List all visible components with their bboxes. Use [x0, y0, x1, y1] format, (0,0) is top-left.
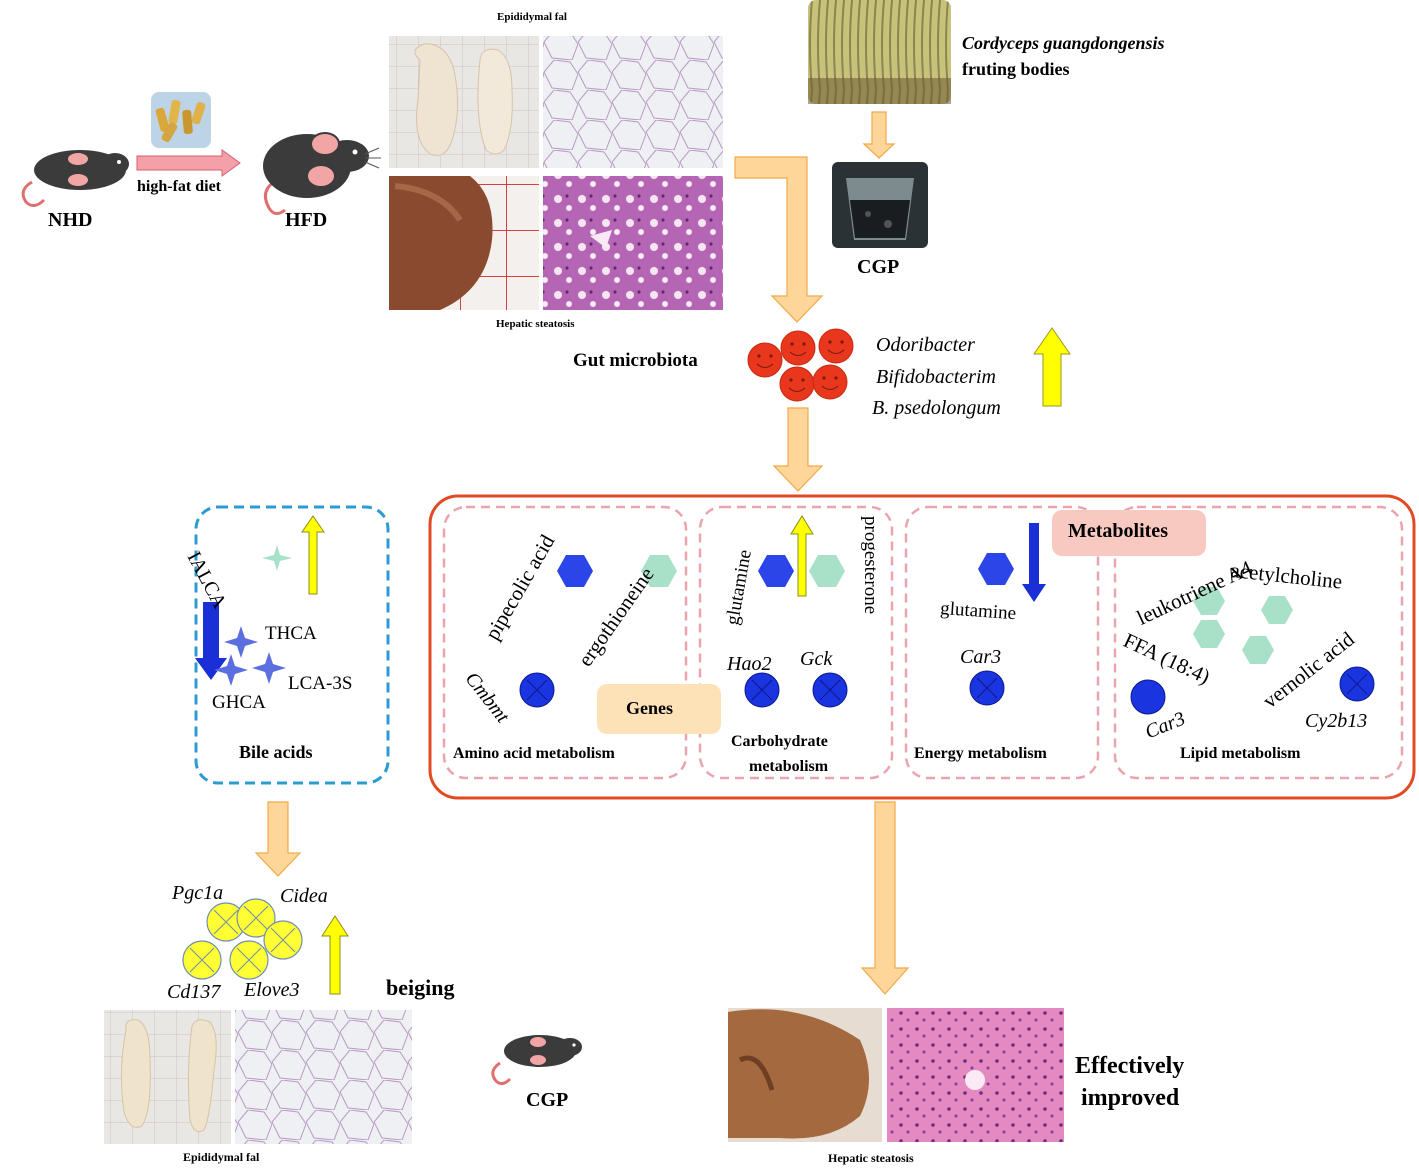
- liver-photo-top: [389, 176, 539, 310]
- genes-badge-bg: [597, 684, 721, 734]
- carbo-title-1: Carbohydrate: [731, 733, 828, 750]
- hepatic-label-bottom: Hepatic steatosis: [828, 1151, 914, 1165]
- bile-acids-title: Bile acids: [239, 742, 313, 762]
- genes-badge: Genes: [626, 698, 673, 718]
- cgp-beaker-photo: [832, 162, 928, 248]
- taxon-2: Bifidobacterim: [876, 366, 996, 388]
- beiging-gene-cluster-icon: [182, 898, 303, 980]
- energy-title: Energy metabolism: [914, 745, 1047, 762]
- metabolites-badge-bg: [1052, 510, 1206, 556]
- carbo-gene-hao2: Hao2: [727, 653, 772, 675]
- epididymal-label-bottom: Epididymal fal: [183, 1150, 260, 1164]
- cgp-label-bottom: CGP: [526, 1089, 569, 1111]
- mouse-nhd-icon: [21, 150, 129, 207]
- mouse-hfd-icon: [263, 132, 381, 215]
- diet-arrow: [136, 149, 241, 177]
- adipocyte-histology-top: [543, 36, 723, 168]
- cordyceps-name: Cordyceps guangdongensis: [962, 33, 1165, 53]
- arrow-cordyceps-to-cgp: [862, 111, 896, 159]
- lipid-gene-cy2b13: Cy2b13: [1305, 710, 1368, 732]
- energy-gene-car3: Car3: [960, 646, 1002, 668]
- beiging-gene-pgc1a: Pgc1a: [172, 882, 224, 904]
- result-line-1: Effectively: [1075, 1053, 1185, 1079]
- taxa-up-arrow: [1033, 327, 1071, 407]
- pellet-photo-icon: [151, 92, 211, 148]
- adipocyte-histology-bottom: [235, 1010, 412, 1144]
- bile-down-thca: THCA: [265, 623, 317, 644]
- hfd-label: HFD: [285, 209, 328, 231]
- energy-shapes: [969, 523, 1046, 706]
- carbo-metabolite-progesterone: progesterone: [860, 516, 881, 615]
- metabolism-outer-box: [428, 494, 1416, 800]
- lipid-title: Lipid metabolism: [1180, 745, 1301, 762]
- microbiota-cluster-icon: [747, 328, 854, 402]
- taxon-1: Odoribacter: [876, 334, 975, 356]
- arrow-bile-to-beiging: [254, 801, 302, 877]
- cordyceps-desc: fruting bodies: [962, 59, 1070, 79]
- metabolites-badge: Metabolites: [1068, 520, 1168, 542]
- beiging-label: beiging: [386, 975, 455, 1000]
- epididymal-fat-photo-top: [389, 36, 539, 168]
- bile-down-ghca: GHCA: [212, 692, 266, 713]
- arrow-metabolism-to-result: [860, 801, 910, 995]
- arrow-hfd-to-microbiota: [734, 156, 824, 323]
- result-line-2: improved: [1081, 1085, 1180, 1111]
- liver-histology-bottom: [887, 1008, 1064, 1142]
- bile-down-lca3s: LCA-3S: [288, 673, 353, 694]
- epididymal-label-top: Epididymal fal: [497, 11, 567, 23]
- gut-microbiota-label: Gut microbiota: [573, 350, 698, 371]
- cgp-label-top: CGP: [857, 256, 900, 278]
- cordyceps-photo: [808, 0, 951, 104]
- amino-title: Amino acid metabolism: [453, 745, 615, 762]
- beiging-gene-cidea: Cidea: [280, 885, 328, 907]
- mouse-cgp-icon: [491, 1035, 582, 1086]
- amino-shapes: [519, 555, 677, 708]
- arrow-microbiota-to-metabolism: [772, 407, 824, 492]
- carbo-title-2: metabolism: [749, 758, 829, 775]
- liver-histology-top: [543, 176, 723, 310]
- liver-photo-bottom: [728, 1008, 882, 1142]
- diet-label: high-fat diet: [137, 178, 221, 195]
- carbo-gene-gck: Gck: [800, 648, 833, 670]
- carbo-shapes: [744, 515, 848, 708]
- beiging-gene-cd137: Cd137: [167, 981, 221, 1003]
- beiging-gene-elove3: Elove3: [244, 979, 300, 1001]
- nhd-label: NHD: [48, 209, 93, 231]
- lipid-shapes: [1130, 587, 1375, 715]
- beiging-up-arrow: [321, 915, 349, 995]
- bile-acids-box: [194, 505, 390, 785]
- taxon-3: B. psedolongum: [872, 397, 1001, 419]
- epididymal-fat-photo-bottom: [104, 1010, 231, 1144]
- hepatic-label-top: Hepatic steatosis: [496, 318, 575, 330]
